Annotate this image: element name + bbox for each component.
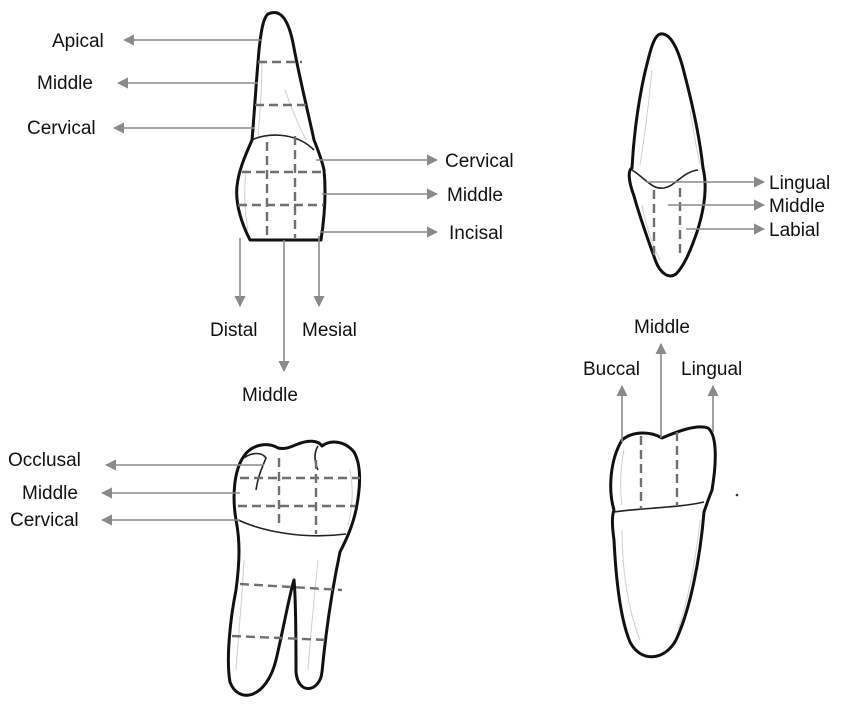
label-labiolingual-middle: Middle (769, 196, 825, 217)
label-mesial: Mesial (302, 320, 357, 341)
label-buccal: Buccal (583, 359, 640, 380)
molar-proximal-outline (611, 427, 716, 657)
label-crown-cervical: Cervical (445, 151, 514, 172)
label-occlusal: Occlusal (8, 450, 81, 471)
label-buccolingual-middle: Middle (634, 317, 690, 338)
label-crown-middle: Middle (447, 185, 503, 206)
molar-proximal-view: Buccal Middle Lingual (583, 317, 742, 657)
label-molar-middle: Middle (22, 483, 78, 504)
label-labial: Labial (769, 220, 820, 241)
incisor-proximal-view: Lingual Middle Labial (629, 34, 830, 276)
label-molar-cervical: Cervical (10, 510, 79, 531)
stray-dot (736, 494, 739, 497)
label-apical: Apical (52, 31, 104, 52)
incisor-labial-view: Apical Middle Cervical Cervical Middle I… (27, 12, 514, 406)
label-lingual-top: Lingual (769, 173, 830, 194)
molar-buccal-outline (228, 441, 359, 695)
label-lingual-bottom: Lingual (681, 359, 742, 380)
label-incisal: Incisal (449, 223, 503, 244)
label-distal: Distal (210, 320, 258, 341)
label-root-cervical: Cervical (27, 118, 96, 139)
label-md-middle: Middle (242, 385, 298, 406)
label-root-middle: Middle (37, 73, 93, 94)
incisor-proximal-outline (629, 34, 705, 276)
molar-buccal-view: Occlusal Middle Cervical (8, 441, 360, 695)
